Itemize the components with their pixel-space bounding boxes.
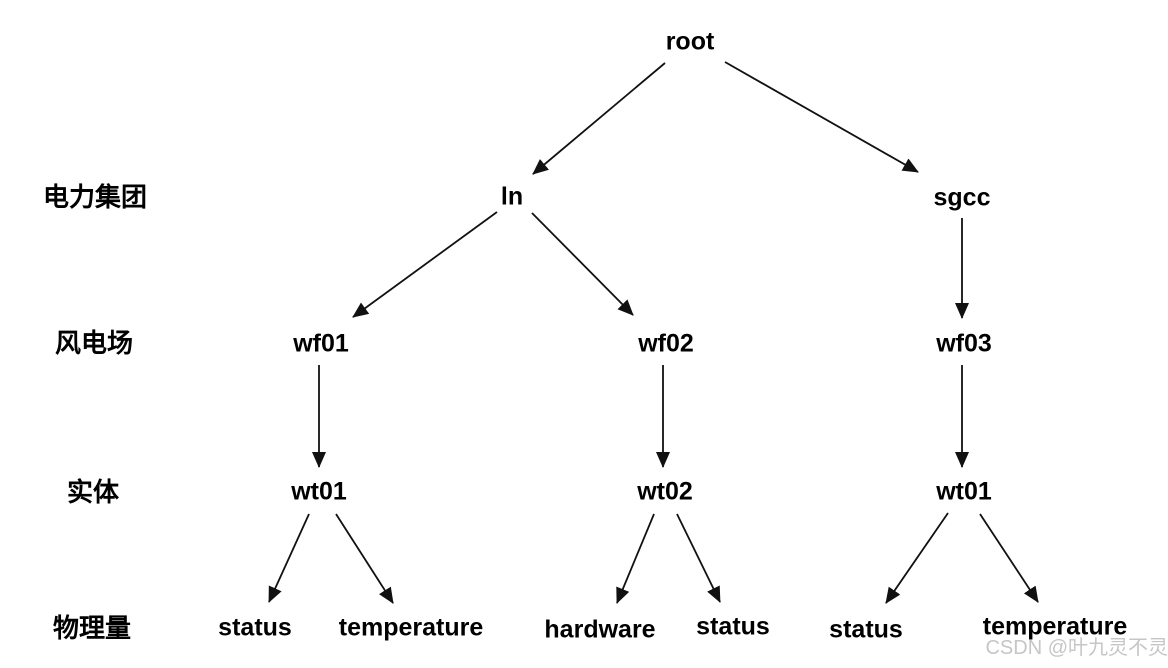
row-label-power-group: 电力集团 bbox=[42, 182, 148, 212]
tree-node-wt01-right: wt01 bbox=[936, 477, 992, 506]
tree-node-wt02: wt02 bbox=[637, 477, 693, 506]
watermark: CSDN @叶九灵不灵 bbox=[985, 637, 1168, 659]
tree-node-wf01: wf01 bbox=[293, 329, 349, 358]
tree-node-status-1: status bbox=[218, 613, 292, 642]
edge-root-sgcc bbox=[724, 61, 919, 173]
edge-wt01-left-temperature-1 bbox=[335, 513, 394, 604]
tree-node-status-3: status bbox=[829, 615, 903, 644]
edge-wt01-right-temperature-2 bbox=[979, 513, 1039, 603]
tree-node-hardware: hardware bbox=[544, 615, 656, 644]
tree-node-status-2: status bbox=[696, 612, 770, 641]
tree-node-sgcc: sgcc bbox=[933, 183, 991, 212]
tree-node-wt01-left: wt01 bbox=[291, 477, 347, 506]
tree-node-root: root bbox=[665, 27, 715, 56]
edge-wt02-status-2 bbox=[676, 513, 721, 603]
edge-wt01-right-status-3 bbox=[885, 512, 949, 604]
tree-node-temperature-2: temperature bbox=[982, 612, 1128, 641]
tree-node-ln: ln bbox=[500, 182, 524, 211]
tree-node-wf03: wf03 bbox=[936, 329, 992, 358]
edge-root-ln bbox=[532, 62, 666, 175]
row-label-wind-farm: 风电场 bbox=[54, 328, 134, 358]
edge-ln-wf02 bbox=[531, 212, 634, 316]
edge-wt01-left-status-1 bbox=[268, 513, 310, 603]
row-label-entity: 实体 bbox=[66, 477, 120, 507]
row-label-measurement: 物理量 bbox=[52, 613, 132, 643]
tree-node-temperature-1: temperature bbox=[338, 613, 484, 642]
edge-wt02-hardware bbox=[616, 513, 655, 604]
tree-node-wf02: wf02 bbox=[638, 329, 694, 358]
edge-ln-wf01 bbox=[352, 211, 498, 318]
